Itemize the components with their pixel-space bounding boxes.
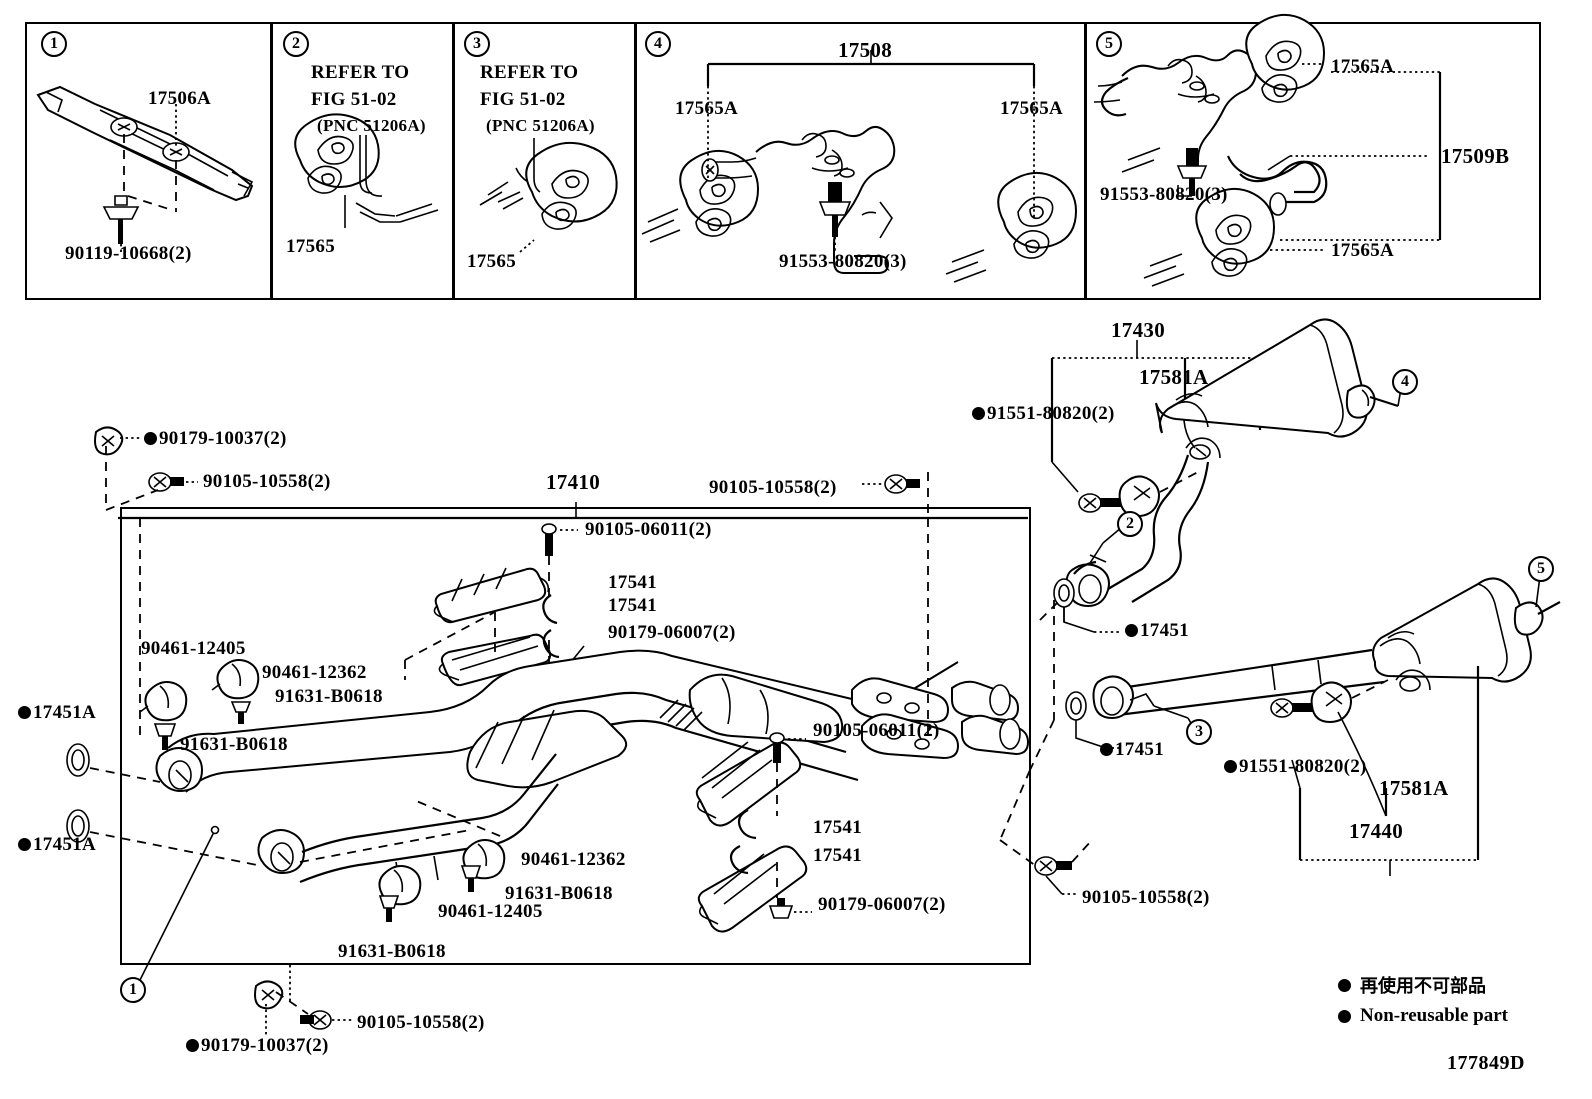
bolt-91551-bot <box>1271 699 1314 717</box>
label-p2-pnc-51206a: (PNC 51206A) <box>317 116 426 135</box>
hw-90179-10037-top <box>95 427 122 454</box>
label-p5-91553-80820: 91553-80820(3) <box>1100 184 1228 205</box>
label-p4-17565a-right: 17565A <box>1000 98 1064 119</box>
hw-90105-10558-bot-right <box>1035 857 1072 875</box>
label-17451-bot: 17451 <box>1100 740 1164 759</box>
non-reusable-bullet <box>18 838 31 851</box>
callout-number-3: 3 <box>1186 719 1212 745</box>
non-reusable-bullet <box>144 432 157 445</box>
label-p3-fig-51-02: FIG 51-02 <box>480 89 566 110</box>
label-90461-12362-top: 90461-12362 <box>262 662 367 683</box>
non-reusable-bullet <box>1224 760 1237 773</box>
label-17541-c: 17541 <box>813 817 862 838</box>
label-90105-10558-bot-right: 90105-10558(2) <box>1082 887 1210 908</box>
bolt-91551-top <box>1079 494 1122 512</box>
label-17581a-top: 17581A <box>1139 365 1209 389</box>
label-17440: 17440 <box>1349 819 1403 843</box>
callout-number-2: 2 <box>1117 511 1143 537</box>
panel-number-3: 3 <box>464 31 490 57</box>
label-17430: 17430 <box>1111 318 1165 342</box>
label-90105-10558-top-right: 90105-10558(2) <box>709 477 837 498</box>
non-reusable-bullet <box>1100 743 1113 756</box>
label-91551-80820-top: 91551-80820(2) <box>972 404 1115 423</box>
label-90179-06007-bot: 90179-06007(2) <box>818 894 946 915</box>
label-p3-refer-to: REFER TO <box>480 62 579 83</box>
label-p5-17565a-top: 17565A <box>1331 56 1395 77</box>
figure-code: 177849D <box>1447 1052 1525 1074</box>
label-17541-d: 17541 <box>813 845 862 866</box>
label-p5-17565a-bot: 17565A <box>1331 240 1395 261</box>
label-90119-10668: 90119-10668(2) <box>65 243 192 264</box>
non-reusable-bullet <box>972 407 985 420</box>
label-91631-b0618-bot-left: 91631-B0618 <box>338 941 446 962</box>
label-17451-top: 17451 <box>1125 621 1189 640</box>
label-90461-12405-top: 90461-12405 <box>141 638 246 659</box>
panel-number-4: 4 <box>645 31 671 57</box>
label-90179-10037-bot: 90179-10037(2) <box>186 1036 329 1055</box>
non-reusable-bullet <box>18 706 31 719</box>
panel-number-5: 5 <box>1096 31 1122 57</box>
label-17506a: 17506A <box>148 88 212 109</box>
panel-divider-3 <box>634 24 637 298</box>
label-p2-17565: 17565 <box>286 236 335 257</box>
legend-text-en: Non-reusable part <box>1360 1005 1508 1026</box>
non-reusable-bullet <box>1338 978 1351 992</box>
panel-number-2: 2 <box>283 31 309 57</box>
label-17451a-bot: 17451A <box>18 835 96 854</box>
label-91631-b0618-bot-center: 91631-B0618 <box>505 883 613 904</box>
non-reusable-bullet <box>1338 1009 1351 1023</box>
muffler-17430-artwork <box>1052 319 1398 632</box>
label-90179-06007-top: 90179-06007(2) <box>608 622 736 643</box>
legend: 再使用不可部品 Non-reusable part <box>1338 972 1508 1034</box>
label-17508: 17508 <box>838 38 892 62</box>
label-90105-10558-bot-center: 90105-10558(2) <box>357 1012 485 1033</box>
label-91631-b0618-top-left: 91631-B0618 <box>180 734 288 755</box>
label-p2-fig-51-02: FIG 51-02 <box>311 89 397 110</box>
non-reusable-bullet <box>1125 624 1138 637</box>
label-90461-12362-bot: 90461-12362 <box>521 849 626 870</box>
label-91631-b0618-top-right: 91631-B0618 <box>275 686 383 707</box>
panel-divider-4 <box>1084 24 1087 298</box>
label-17410: 17410 <box>546 470 600 494</box>
panel-number-1: 1 <box>41 31 67 57</box>
label-17581a-bot: 17581A <box>1379 776 1449 800</box>
non-reusable-bullet <box>186 1039 199 1052</box>
legend-text-ja: 再使用不可部品 <box>1360 976 1486 997</box>
label-90105-10558-top-left: 90105-10558(2) <box>203 471 331 492</box>
label-p3-17565: 17565 <box>467 251 516 272</box>
label-90105-06011-top: 90105-06011(2) <box>585 519 712 540</box>
label-90105-06011-bot: 90105-06011(2) <box>813 720 940 741</box>
label-17541-a: 17541 <box>608 572 657 593</box>
label-p2-refer-to: REFER TO <box>311 62 410 83</box>
label-p3-pnc-51206a: (PNC 51206A) <box>486 116 595 135</box>
callout-number-4: 4 <box>1392 369 1418 395</box>
label-91551-80820-bot: 91551-80820(2) <box>1224 757 1367 776</box>
panel-divider-2 <box>452 24 455 298</box>
panel-divider-1 <box>270 24 273 298</box>
legend-row-ja: 再使用不可部品 <box>1338 972 1508 998</box>
legend-row-en: Non-reusable part <box>1338 1005 1508 1027</box>
callout-number-5: 5 <box>1528 556 1554 582</box>
label-90461-12405-bot: 90461-12405 <box>438 901 543 922</box>
label-17541-b: 17541 <box>608 595 657 616</box>
label-17451a-top: 17451A <box>18 703 96 722</box>
hw-90105-10558-top-right <box>885 475 920 493</box>
label-p4-91553-80820: 91553-80820(3) <box>779 251 907 272</box>
hw-90105-10558-bot-center <box>300 1011 331 1029</box>
label-17509b: 17509B <box>1441 144 1510 168</box>
callout-number-1: 1 <box>120 977 146 1003</box>
label-p4-17565a-left: 17565A <box>675 98 739 119</box>
hw-90105-10558-top-left <box>149 473 184 491</box>
hw-90179-10037-bot <box>255 981 282 1008</box>
label-90179-10037-top: 90179-10037(2) <box>144 429 287 448</box>
